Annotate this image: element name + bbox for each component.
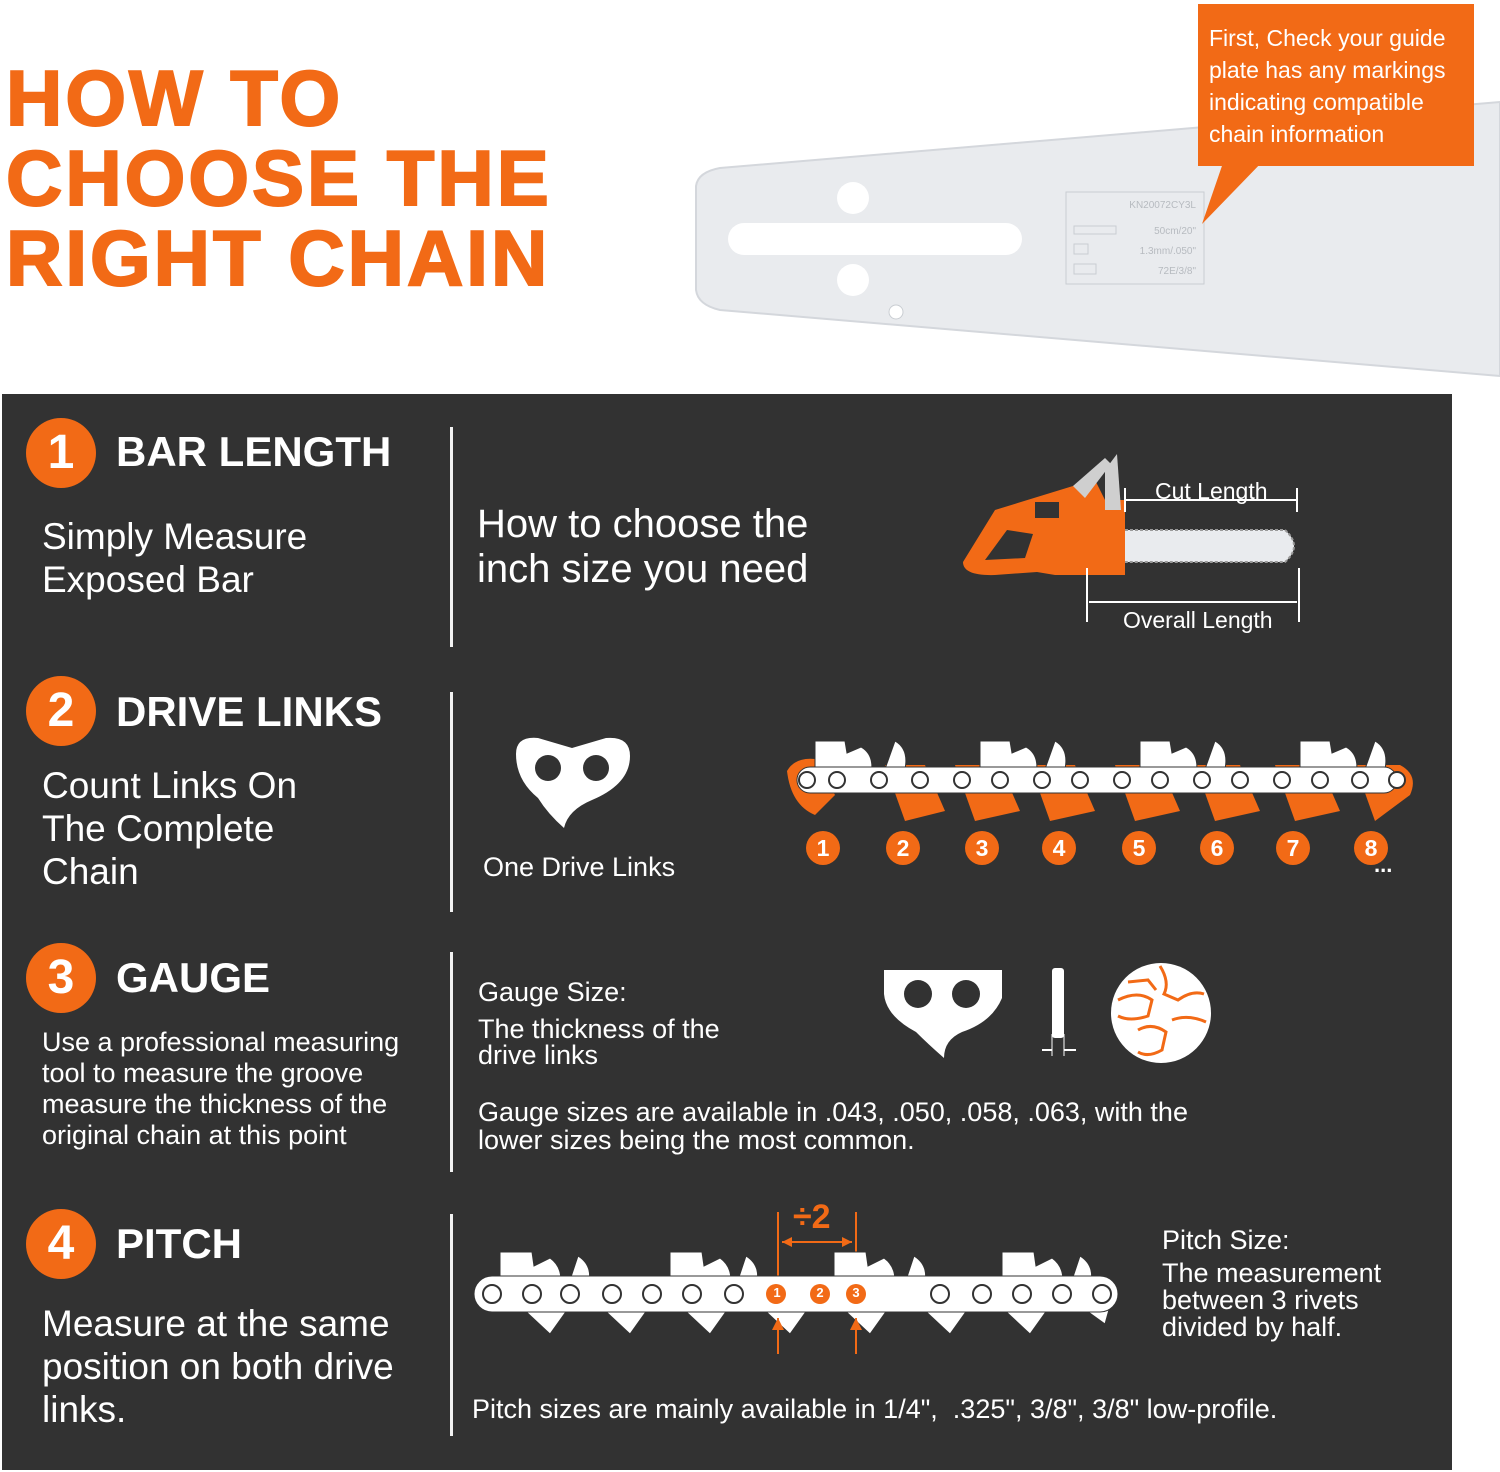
link-number-5: 5 [1122,831,1156,865]
divider-3 [450,952,453,1172]
chainsaw-icon [963,454,1300,622]
link-number-3: 3 [965,831,999,865]
bar-length-middle-text: How to choose the inch size you need [477,502,809,591]
divider-4 [450,1214,453,1436]
sprocket-icon [1111,963,1211,1063]
guide-bar: KN20072CY3L 50cm/20" 1.3mm/.050" 72E/3/8… [695,100,1500,378]
gauge-sizes-text: Gauge sizes are available in .043, .050,… [478,1097,1188,1155]
bar-marking-gauge: 1.3mm/.050" [1140,246,1197,257]
overall-length-label: Overall Length [1123,607,1273,633]
link-number-8: 8 [1354,831,1388,865]
step-badge-2: 2 [26,676,96,746]
link-number-1: 1 [806,831,840,865]
gauge-description: Use a professional measuring tool to mea… [42,1027,400,1150]
bar-marking-length: 50cm/20" [1154,226,1196,237]
divide-by-two-label: ÷2 [793,1198,831,1236]
bar-marking-links: 72E/3/8" [1158,266,1196,277]
callout-box: First, Check your guide plate has any ma… [1198,4,1474,166]
pitch-chain-icon [473,1212,1119,1354]
bar-length-title: BAR LENGTH [116,428,392,475]
headline: HOW TO CHOOSE THE RIGHT CHAIN [5,54,552,302]
headline-line-1: HOW TO [5,54,344,142]
gauge-thickness-icon [1042,968,1076,1056]
drive-link-icon [516,737,630,828]
step-badge-3: 3 [26,943,96,1013]
pitch-size-label: Pitch Size: [1162,1225,1290,1255]
pitch-description: Measure at the same position on both dri… [42,1303,394,1430]
rivet-number-2: 2 [816,1285,824,1300]
link-ellipsis: ... [1374,852,1393,877]
link-number-7: 7 [1276,831,1310,865]
step-badge-4: 4 [26,1209,96,1279]
drive-links-description: Count Links On The Complete Chain [42,765,298,892]
one-drive-links-label: One Drive Links [483,852,676,882]
drive-links-title: DRIVE LINKS [116,688,383,735]
link-number-4: 4 [1042,831,1076,865]
rivet-number-3: 3 [852,1285,860,1300]
link-number-6: 6 [1200,831,1234,865]
gauge-link-icon [884,970,1002,1058]
gauge-size-label: Gauge Size: [478,977,627,1007]
gauge-size-text: The thickness of the drive links [478,1014,720,1070]
chain-strip-icon [787,740,1413,821]
pitch-sizes-text: Pitch sizes are mainly available in 1/4"… [472,1394,1278,1424]
divider-2 [450,692,453,912]
step-badge-1: 1 [26,418,96,488]
link-number-2: 2 [886,831,920,865]
cut-length-label: Cut Length [1155,478,1268,504]
headline-line-2: CHOOSE THE [5,134,552,222]
divider-1 [450,427,453,647]
callout-pointer [1202,160,1264,224]
bar-marking-model: KN20072CY3L [1129,200,1196,211]
rivet-number-1: 1 [773,1285,781,1300]
headline-line-3: RIGHT CHAIN [5,214,551,302]
pitch-size-text: The measurement between 3 rivets divided… [1162,1258,1382,1342]
pitch-title: PITCH [116,1220,242,1267]
bar-length-description: Simply Measure Exposed Bar [42,516,308,600]
gauge-title: GAUGE [116,954,271,1001]
